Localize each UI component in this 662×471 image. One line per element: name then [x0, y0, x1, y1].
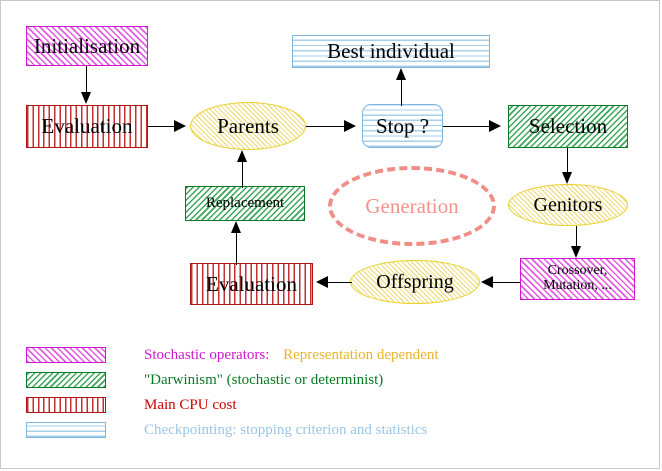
node-initialisation[interactable]: Initialisation [26, 26, 148, 66]
legend-swatch-magenta [26, 347, 106, 363]
arrowhead-offspring-to-evaluation [316, 276, 328, 288]
legend-swatch-green [26, 372, 106, 388]
legend-swatch-red [26, 397, 106, 413]
edge-genitors-to-crossover [576, 226, 578, 248]
node-parents-label: Parents [217, 113, 279, 138]
legend-row-stochastic: Stochastic operators: Representation dep… [26, 345, 439, 365]
node-replacement[interactable]: Replacement [185, 186, 305, 221]
arrowhead-stop-to-best-individual [396, 68, 406, 80]
arrowhead-initialisation-to-evaluation [81, 92, 91, 104]
edge-selection-to-genitors [567, 148, 569, 174]
legend-text-stochastic-secondary: Representation dependent [283, 346, 439, 363]
legend-row-cpu-cost: Main CPU cost [26, 395, 237, 415]
legend-swatch-blue [26, 422, 106, 438]
edge-initialisation-to-evaluation [86, 66, 88, 94]
legend-row-darwinism: "Darwinism" (stochastic or determinist) [26, 370, 383, 390]
legend-text-darwinism: "Darwinism" (stochastic or determinist) [144, 371, 384, 388]
node-evaluation-bottom-label: Evaluation [206, 271, 297, 296]
node-initialisation-label: Initialisation [33, 33, 141, 58]
edge-replacement-to-parents [242, 162, 244, 188]
arrowhead-evaluation-to-parents [174, 120, 186, 132]
node-best-individual[interactable]: Best individual [292, 35, 490, 68]
edge-crossover-to-offspring [490, 282, 520, 284]
legend-row-checkpointing: Checkpointing: stopping criterion and st… [26, 420, 427, 440]
arrowhead-selection-to-genitors [562, 172, 572, 184]
edge-stop-to-selection [443, 126, 491, 128]
node-genitors[interactable]: Genitors [508, 184, 628, 226]
generation-label: Generation [365, 193, 459, 218]
arrowhead-genitors-to-crossover [571, 246, 581, 258]
arrowhead-stop-to-selection [489, 120, 501, 132]
node-crossover-mutation[interactable]: Crossover, Mutation, ... [520, 258, 635, 300]
node-offspring[interactable]: Offspring [350, 260, 480, 304]
edge-stop-to-best-individual [401, 80, 403, 106]
edge-evaluation-to-replacement [236, 233, 238, 265]
legend-text-stochastic-primary: Stochastic operators: [144, 346, 270, 363]
node-selection[interactable]: Selection [508, 105, 628, 148]
generation-cycle-annotation: Generation [328, 166, 496, 246]
node-evaluation-top[interactable]: Evaluation [26, 105, 148, 148]
node-crossover-mutation-label: Crossover, Mutation, ... [543, 263, 612, 293]
node-stop-label: Stop ? [375, 113, 430, 138]
arrowhead-crossover-to-offspring [481, 276, 493, 288]
node-parents[interactable]: Parents [190, 102, 306, 150]
edge-evaluation-to-parents [148, 126, 176, 128]
node-stop[interactable]: Stop ? [362, 104, 443, 148]
node-offspring-label: Offspring [376, 270, 454, 293]
legend-text-cpu-cost: Main CPU cost [144, 396, 237, 413]
node-evaluation-bottom[interactable]: Evaluation [190, 263, 313, 305]
legend-text-stochastic: Stochastic operators: Representation dep… [144, 347, 439, 364]
node-evaluation-top-label: Evaluation [41, 114, 133, 139]
legend-text-checkpointing: Checkpointing: stopping criterion and st… [144, 421, 428, 438]
edge-parents-to-stop [306, 126, 346, 128]
node-replacement-label: Replacement [205, 194, 285, 211]
arrowhead-evaluation-to-replacement [231, 221, 241, 233]
node-genitors-label: Genitors [533, 193, 603, 216]
arrowhead-replacement-to-parents [237, 150, 247, 162]
node-best-individual-label: Best individual [327, 39, 455, 64]
arrowhead-parents-to-stop [344, 120, 356, 132]
edge-offspring-to-evaluation [326, 282, 352, 284]
node-selection-label: Selection [528, 114, 608, 139]
